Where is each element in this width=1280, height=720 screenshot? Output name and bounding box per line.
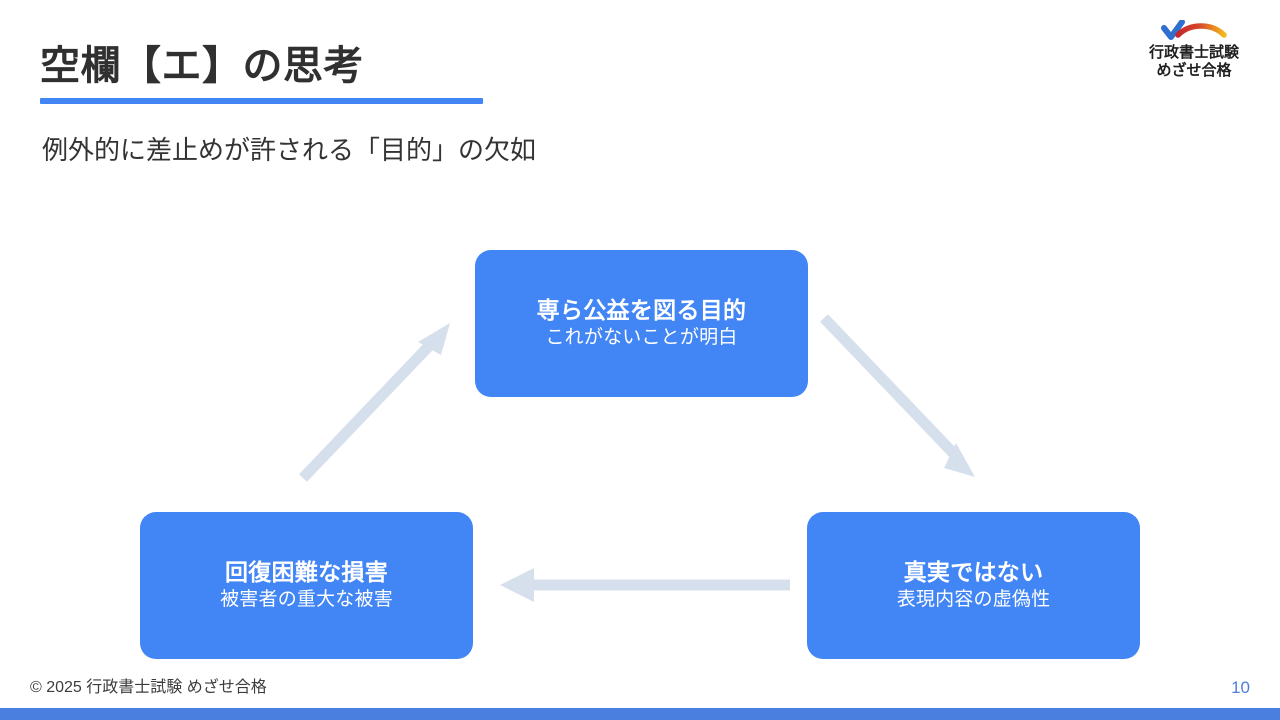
brand-logo: 行政書士試験 めざせ合格 — [1130, 19, 1258, 81]
diagram-node-damage-subtitle: 被害者の重大な被害 — [220, 589, 393, 611]
diagram-node-falsity-subtitle: 表現内容の虚偽性 — [896, 589, 1051, 611]
check-and-arc-icon — [1130, 19, 1258, 44]
diagram-node-falsity-title: 真実ではない — [903, 558, 1044, 585]
brand-name-line2: めざせ合格 — [1156, 62, 1232, 80]
diagram-node-purpose[interactable]: 専ら公益を図る目的 これがないことが明白 — [475, 250, 808, 397]
footer-copyright: © 2025 行政書士試験 めざせ合格 — [30, 679, 267, 696]
page-number: 10 — [1231, 678, 1250, 697]
title-underline-rule — [40, 98, 483, 104]
arrow-right-to-left-icon — [500, 568, 790, 602]
arrow-left-to-top-icon — [299, 323, 450, 482]
diagram-node-purpose-subtitle: これがないことが明白 — [545, 327, 738, 349]
diagram-node-damage-title: 回復困難な損害 — [224, 558, 389, 585]
footer-accent-bar — [0, 708, 1280, 720]
diagram-node-damage[interactable]: 回復困難な損害 被害者の重大な被害 — [140, 512, 473, 659]
page-subtitle: 例外的に差止めが許される「目的」の欠如 — [42, 135, 537, 165]
page-title: 空欄【エ】の思考 — [40, 44, 364, 88]
diagram-node-purpose-title: 専ら公益を図る目的 — [536, 296, 747, 323]
diagram-node-falsity[interactable]: 真実ではない 表現内容の虚偽性 — [807, 512, 1140, 659]
brand-name-line1: 行政書士試験 — [1148, 44, 1239, 61]
arrow-top-to-right-icon — [820, 314, 975, 477]
